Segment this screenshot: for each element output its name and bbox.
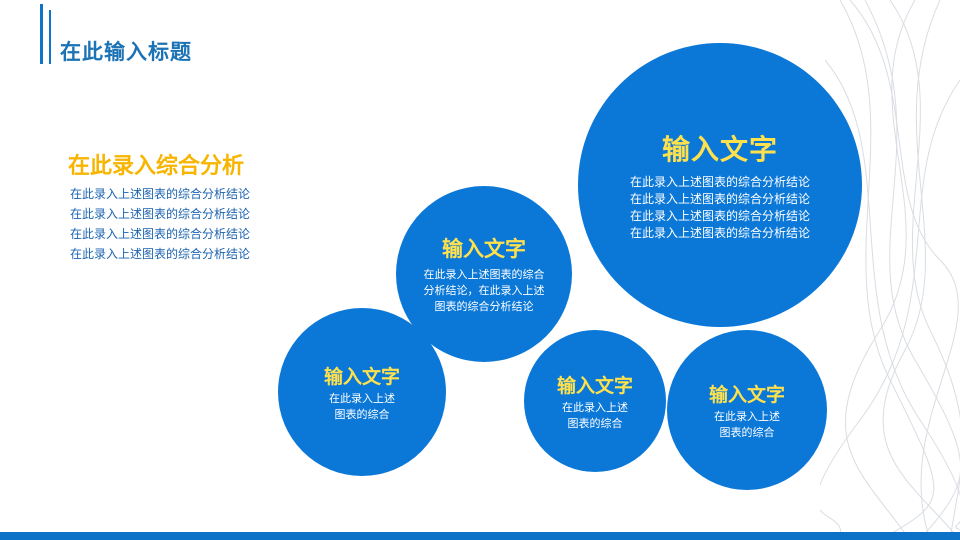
circle-large: 输入文字 在此录入上述图表的综合分析结论 在此录入上述图表的综合分析结论 在此录…: [578, 43, 862, 327]
bottom-accent-bar: [0, 532, 960, 540]
title-accent-bar: [40, 4, 43, 64]
analysis-line: 在此录入上述图表的综合分析结论: [70, 207, 251, 221]
title-accent-bar-thin: [49, 10, 51, 64]
analysis-line: 在此录入上述图表的综合分析结论: [70, 227, 251, 241]
circle-body: 在此录入上述图表的综合分析结论 在此录入上述图表的综合分析结论 在此录入上述图表…: [629, 175, 810, 240]
circle-title: 输入文字: [661, 133, 778, 166]
analysis-line: 在此录入上述图表的综合分析结论: [70, 247, 251, 261]
analysis-line: 在此录入上述图表的综合分析结论: [70, 187, 251, 201]
circle-title: 输入文字: [556, 374, 633, 397]
circle-body: 在此录入上述 图表的综合: [714, 409, 780, 439]
circle-small-right: 输入文字 在此录入上述 图表的综合: [667, 330, 827, 490]
circle-title: 输入文字: [708, 383, 785, 406]
decorative-curves: [820, 0, 960, 540]
analysis-text-block: 在此录入上述图表的综合分析结论 在此录入上述图表的综合分析结论 在此录入上述图表…: [70, 184, 250, 264]
circle-body: 在此录入上述 图表的综合: [329, 391, 395, 421]
analysis-heading: 在此录入综合分析: [68, 154, 245, 179]
circle-body: 在此录入上述图表的综合 分析结论，在此录入上述 图表的综合分析结论: [423, 268, 545, 313]
circle-title: 输入文字: [442, 237, 526, 261]
circle-small-center: 输入文字 在此录入上述 图表的综合: [524, 330, 666, 472]
page-title: 在此输入标题: [60, 40, 192, 64]
circle-small-left: 输入文字 在此录入上述 图表的综合: [278, 308, 446, 476]
circle-body: 在此录入上述 图表的综合: [562, 400, 628, 430]
circle-title: 输入文字: [323, 365, 400, 388]
circle-medium: 输入文字 在此录入上述图表的综合 分析结论，在此录入上述 图表的综合分析结论: [396, 186, 572, 362]
